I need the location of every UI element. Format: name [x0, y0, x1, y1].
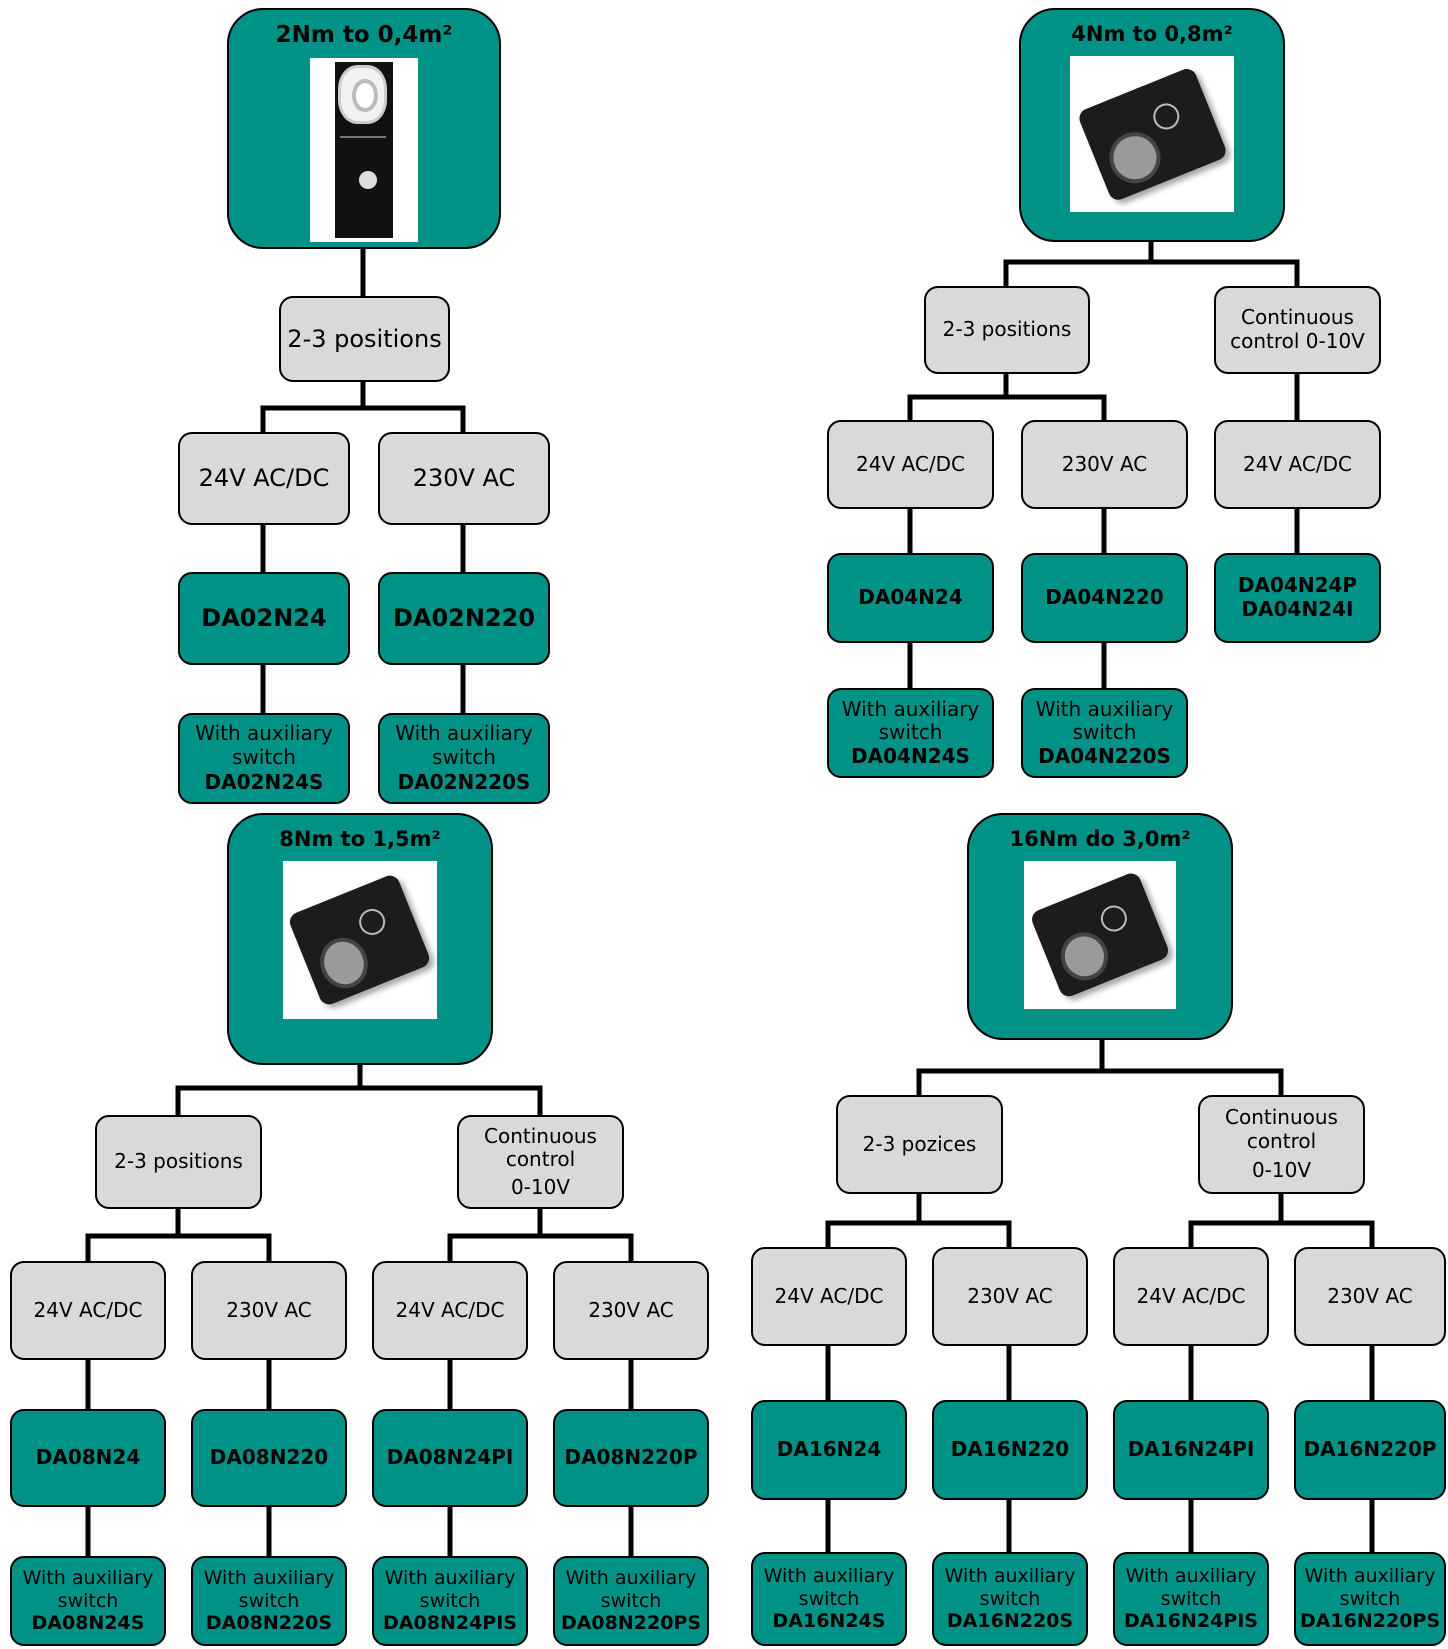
model-box-8nm-24: DA08N24 [10, 1409, 166, 1507]
aux-label: With auxiliary switch [841, 696, 980, 745]
model-box-4nm-24: DA04N24 [827, 553, 994, 643]
voltage-box-4nm-24: 24V AC/DC [827, 420, 994, 509]
voltage-box-8nm-cont-230: 230V AC [553, 1261, 709, 1360]
mode-box-4nm-positions: 2-3 positions [924, 286, 1090, 374]
mode-cont-line1: Continuous control [484, 1123, 597, 1172]
title-16nm: 16Nm do 3,0m² [1009, 827, 1191, 851]
aux-model: DA08N220S [205, 1612, 333, 1635]
aux-label: With auxiliary switch [395, 721, 533, 769]
header-2nm: 2Nm to 0,4m² [227, 8, 501, 249]
aux-model: DA08N24PIS [383, 1612, 517, 1635]
model-box-8nm-cont-230: DA08N220P [553, 1409, 709, 1507]
header-4nm: 4Nm to 0,8m² [1019, 8, 1285, 242]
aux-model: DA02N24S [204, 770, 324, 795]
aux-label: With auxiliary switch [763, 1565, 895, 1610]
header-16nm: 16Nm do 3,0m² [967, 813, 1233, 1040]
title-2nm: 2Nm to 0,4m² [275, 22, 453, 48]
model-box-16nm-24: DA16N24 [751, 1400, 907, 1500]
aux-box-4nm-230: With auxiliary switch DA04N220S [1021, 688, 1188, 778]
aux-box-8nm-230: With auxiliary switch DA08N220S [191, 1556, 347, 1646]
actuator-image-icon [287, 872, 433, 1008]
mode-cont-line2: 0-10V [1251, 1158, 1312, 1183]
actuator-image-icon [1029, 870, 1171, 1000]
aux-box-2nm-230: With auxiliary switch DA02N220S [378, 713, 550, 804]
actuator-photo-2nm [310, 58, 418, 242]
mode-box-16nm-continuous: Continuous control 0-10V [1198, 1095, 1365, 1194]
aux-model: DA16N24PIS [1124, 1610, 1258, 1633]
aux-label: With auxiliary switch [203, 1567, 335, 1612]
model-box-4nm-cont: DA04N24P DA04N24I [1214, 553, 1381, 643]
actuator-photo-4nm [1070, 56, 1234, 212]
aux-box-4nm-24: With auxiliary switch DA04N24S [827, 688, 994, 778]
aux-model: DA08N24S [31, 1612, 145, 1635]
header-8nm: 8Nm to 1,5m² [227, 813, 493, 1065]
aux-label: With auxiliary switch [1035, 696, 1174, 745]
aux-model: DA08N220PS [560, 1612, 702, 1635]
aux-box-8nm-cont-24: With auxiliary switch DA08N24PIS [372, 1556, 528, 1646]
voltage-box-8nm-230: 230V AC [191, 1261, 347, 1360]
voltage-box-8nm-24: 24V AC/DC [10, 1261, 166, 1360]
actuator-photo-8nm [283, 861, 437, 1019]
model-box-16nm-cont-24: DA16N24PI [1113, 1400, 1269, 1500]
title-4nm: 4Nm to 0,8m² [1071, 22, 1233, 46]
aux-model: DA04N220S [1038, 743, 1171, 768]
model-p: DA04N24P [1237, 573, 1358, 598]
mode-box-8nm-positions: 2-3 positions [95, 1115, 262, 1209]
model-box-16nm-230: DA16N220 [932, 1400, 1088, 1500]
actuator-image-icon [334, 61, 394, 239]
voltage-box-16nm-230: 230V AC [932, 1247, 1088, 1346]
aux-label: With auxiliary switch [944, 1565, 1076, 1610]
aux-label: With auxiliary switch [1304, 1565, 1436, 1610]
voltage-box-4nm-cont-24: 24V AC/DC [1214, 420, 1381, 509]
aux-model: DA16N24S [772, 1610, 886, 1633]
aux-label: With auxiliary switch [565, 1567, 697, 1612]
model-box-4nm-230: DA04N220 [1021, 553, 1188, 643]
model-box-16nm-cont-230: DA16N220P [1294, 1400, 1446, 1500]
voltage-box-4nm-230: 230V AC [1021, 420, 1188, 509]
voltage-box-2nm-24: 24V AC/DC [178, 432, 350, 525]
aux-box-16nm-cont-24: With auxiliary switch DA16N24PIS [1113, 1552, 1269, 1646]
aux-box-2nm-24: With auxiliary switch DA02N24S [178, 713, 350, 804]
mode-cont-line2: 0-10V [510, 1174, 571, 1199]
model-i: DA04N24I [1241, 597, 1354, 621]
aux-box-8nm-cont-230: With auxiliary switch DA08N220PS [553, 1556, 709, 1646]
voltage-box-8nm-cont-24: 24V AC/DC [372, 1261, 528, 1360]
mode-box-16nm-positions: 2-3 pozices [836, 1095, 1003, 1194]
actuator-image-icon [1076, 65, 1228, 203]
aux-label: With auxiliary switch [22, 1567, 154, 1612]
actuator-photo-16nm [1024, 861, 1176, 1009]
model-box-8nm-cont-24: DA08N24PI [372, 1409, 528, 1507]
mode-box-8nm-continuous: Continuous control 0-10V [457, 1115, 624, 1209]
aux-label: With auxiliary switch [195, 721, 333, 769]
aux-model: DA04N24S [851, 743, 970, 768]
aux-box-16nm-cont-230: With auxiliary switch DA16N220PS [1294, 1552, 1446, 1646]
model-box-8nm-230: DA08N220 [191, 1409, 347, 1507]
aux-box-16nm-24: With auxiliary switch DA16N24S [751, 1552, 907, 1646]
voltage-box-16nm-cont-24: 24V AC/DC [1113, 1247, 1269, 1346]
aux-box-8nm-24: With auxiliary switch DA08N24S [10, 1556, 166, 1646]
voltage-box-16nm-24: 24V AC/DC [751, 1247, 907, 1346]
model-box-2nm-230: DA02N220 [378, 572, 550, 665]
aux-box-16nm-230: With auxiliary switch DA16N220S [932, 1552, 1088, 1646]
aux-label: With auxiliary switch [384, 1567, 516, 1612]
voltage-box-16nm-cont-230: 230V AC [1294, 1247, 1446, 1346]
aux-model: DA16N220S [946, 1610, 1074, 1633]
mode-cont-line1: Continuous control [1225, 1105, 1338, 1153]
model-box-2nm-24: DA02N24 [178, 572, 350, 665]
aux-model: DA02N220S [397, 770, 531, 795]
aux-model: DA16N220PS [1299, 1610, 1441, 1633]
title-8nm: 8Nm to 1,5m² [279, 827, 441, 851]
mode-box-4nm-continuous: Continuous control 0-10V [1214, 286, 1381, 374]
mode-box-2nm: 2-3 positions [279, 296, 450, 382]
aux-label: With auxiliary switch [1125, 1565, 1257, 1610]
voltage-box-2nm-230: 230V AC [378, 432, 550, 525]
